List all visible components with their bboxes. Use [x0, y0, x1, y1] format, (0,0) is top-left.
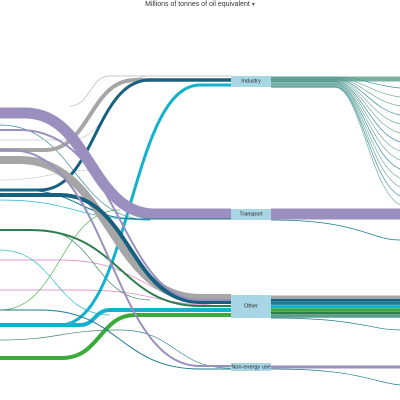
out-link-industry[interactable] — [271, 83, 400, 170]
flow-link-faint[interactable] — [59, 259, 231, 307]
out-link-industry[interactable] — [271, 87, 400, 206]
unit-selector-label[interactable]: Millions of tonnes of oil equivalent — [145, 1, 250, 8]
flow-link-non-energy-use[interactable] — [0, 309, 231, 370]
flow-link-transport[interactable] — [0, 189, 231, 220]
out-link-industry[interactable] — [271, 81, 400, 143]
node-label-non-energy-use: Non-energy use — [231, 364, 270, 370]
node-industry[interactable] — [231, 76, 271, 87]
out-link-other-minor[interactable] — [270, 317, 400, 331]
out-link-industry[interactable] — [271, 83, 400, 161]
out-link-industry[interactable] — [271, 86, 400, 197]
flow-link-other[interactable] — [0, 229, 231, 307]
flow-link-faint[interactable] — [0, 329, 121, 341]
out-link-industry[interactable] — [271, 85, 400, 188]
node-non-energy-use[interactable] — [231, 363, 271, 371]
flow-link-other[interactable] — [0, 149, 231, 367]
node-other[interactable] — [231, 295, 271, 318]
flow-link-transport[interactable] — [0, 107, 231, 220]
out-link-industry[interactable] — [271, 82, 400, 152]
node-label-other: Other — [244, 303, 258, 309]
flow-link-industry[interactable] — [69, 75, 231, 107]
flow-link-industry[interactable] — [0, 78, 231, 152]
flow-link-other[interactable] — [0, 308, 231, 327]
chevron-down-icon[interactable]: ▾ — [251, 2, 255, 8]
chart-header[interactable]: Millions of tonnes of oil equivalent▾ — [0, 0, 400, 12]
flow-link-other[interactable] — [0, 313, 231, 360]
node-label-industry: Industry — [241, 78, 261, 84]
node-label-transport: Transport — [239, 211, 263, 217]
flow-link-faint[interactable] — [119, 329, 231, 369]
flow-link-other[interactable] — [0, 129, 231, 301]
node-transport[interactable] — [231, 209, 271, 220]
out-link-non-energy-minor[interactable] — [270, 368, 400, 386]
out-link-transport-minor[interactable] — [270, 219, 400, 241]
flow-link-other[interactable] — [0, 193, 231, 304]
flow-link-industry[interactable] — [0, 78, 231, 192]
flow-link-industry[interactable] — [0, 83, 231, 327]
flow-link-faint[interactable] — [0, 169, 101, 181]
flow-link-faint[interactable] — [0, 124, 151, 221]
out-link-industry[interactable] — [271, 84, 400, 179]
flow-link-faint[interactable] — [0, 249, 111, 316]
